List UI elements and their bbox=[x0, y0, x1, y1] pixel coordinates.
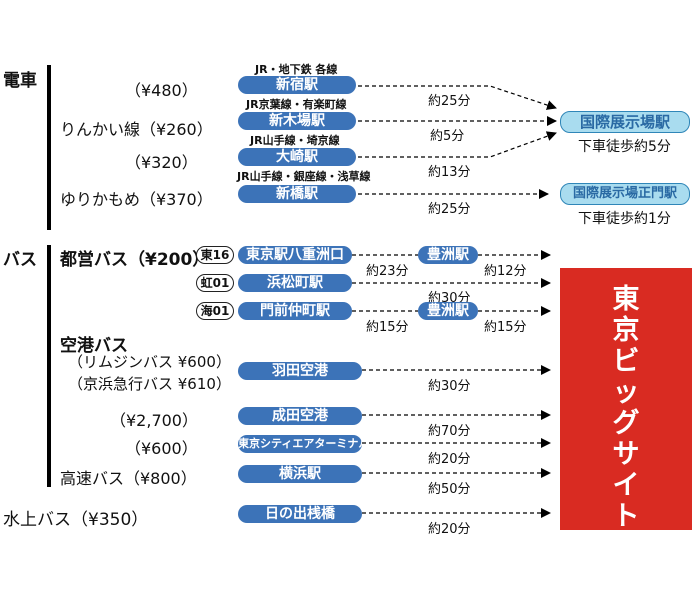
bus-time-tcat: 約20分 bbox=[428, 452, 471, 467]
big-sight-char: ビ bbox=[612, 346, 640, 377]
train-price-1: りんかい線（¥260） bbox=[60, 120, 213, 139]
route-code-kai01: 海01 bbox=[196, 302, 234, 320]
station-narita-button[interactable]: 成田空港 bbox=[238, 407, 362, 425]
train-bracket-bar bbox=[47, 65, 51, 230]
bus-time-haneda: 約30分 bbox=[428, 379, 471, 394]
line-osaki bbox=[358, 131, 557, 158]
bus-time-monzen-2: 約15分 bbox=[484, 320, 527, 335]
tcat-price: （¥600） bbox=[125, 439, 198, 458]
tokyo-big-sight-destination[interactable]: 東 京 ビ ッ グ サ イ ト bbox=[560, 268, 692, 532]
via-toyosu-button-1[interactable]: 豊洲駅 bbox=[418, 246, 478, 264]
via-toyosu-button-2[interactable]: 豊洲駅 bbox=[418, 302, 478, 320]
route-code-niji01: 虹01 bbox=[196, 274, 234, 292]
category-bus: バス bbox=[3, 250, 37, 270]
station-osaki-button[interactable]: 大崎駅 bbox=[238, 148, 356, 166]
line-shinjuku bbox=[358, 85, 557, 110]
station-shinjuku-button[interactable]: 新宿駅 bbox=[238, 76, 356, 94]
station-hinode-pier-button[interactable]: 日の出桟橋 bbox=[238, 505, 362, 523]
bus-bracket-bar bbox=[47, 245, 51, 487]
station-shinkiba-button[interactable]: 新木場駅 bbox=[238, 112, 356, 130]
bus-time-narita: 約70分 bbox=[428, 424, 471, 439]
airport-price-limousine: （リムジンバス ¥600） bbox=[68, 353, 231, 371]
big-sight-char: イ bbox=[612, 470, 640, 501]
big-sight-char: ト bbox=[612, 501, 640, 532]
big-sight-char: ッ bbox=[612, 377, 640, 408]
station-haneda-button[interactable]: 羽田空港 bbox=[238, 362, 362, 380]
big-sight-char: サ bbox=[612, 439, 640, 470]
toei-bus-label: 都営バス（¥200） bbox=[60, 250, 210, 270]
walk-kokusai-tenjijo-seimon: 下車徒歩約1分 bbox=[578, 211, 671, 227]
station-hamamatsucho-button[interactable]: 浜松町駅 bbox=[238, 274, 352, 292]
train-price-0: （¥480） bbox=[125, 81, 198, 100]
train-price-3: ゆりかもめ（¥370） bbox=[60, 190, 213, 209]
train-note-1: JR京葉線・有楽町線 bbox=[246, 98, 347, 111]
train-time-2: 約13分 bbox=[428, 165, 471, 180]
bus-time-tokyo-2: 約12分 bbox=[484, 264, 527, 279]
destination-kokusai-tenjijo-seimon[interactable]: 国際展示場正門駅 bbox=[560, 183, 690, 205]
category-airport-bus: 空港バス bbox=[60, 336, 128, 356]
destination-kokusai-tenjijo[interactable]: 国際展示場駅 bbox=[560, 111, 690, 133]
station-tokyo-yaesu-button[interactable]: 東京駅八重洲口 bbox=[238, 246, 352, 264]
station-shimbashi-button[interactable]: 新橋駅 bbox=[238, 185, 356, 203]
narita-price: （¥2,700） bbox=[110, 411, 198, 430]
walk-kokusai-tenjijo: 下車徒歩約5分 bbox=[578, 139, 671, 155]
highway-bus-label: 高速バス（¥800） bbox=[60, 469, 197, 488]
train-note-0: JR・地下鉄 各線 bbox=[255, 63, 338, 76]
airport-price-keikyu: （京浜急行バス ¥610） bbox=[68, 375, 231, 393]
station-tcat-button[interactable]: 東京シティエアターミナル bbox=[238, 435, 362, 453]
train-time-1: 約5分 bbox=[430, 129, 465, 144]
water-bus-time: 約20分 bbox=[428, 522, 471, 537]
train-note-3: JR山手線・銀座線・浅草線 bbox=[237, 170, 371, 183]
train-time-0: 約25分 bbox=[428, 94, 471, 109]
big-sight-char: 東 bbox=[612, 284, 640, 315]
bus-time-yokohama: 約50分 bbox=[428, 482, 471, 497]
route-code-to16: 東16 bbox=[196, 246, 234, 264]
category-train: 電車 bbox=[3, 71, 37, 91]
big-sight-char: グ bbox=[612, 408, 640, 439]
train-price-2: （¥320） bbox=[125, 153, 198, 172]
train-note-2: JR山手線・埼京線 bbox=[250, 134, 340, 147]
category-water-bus: 水上バス（¥350） bbox=[3, 510, 149, 530]
train-time-3: 約25分 bbox=[428, 202, 471, 217]
big-sight-char: 京 bbox=[612, 315, 640, 346]
station-yokohama-button[interactable]: 横浜駅 bbox=[238, 465, 362, 483]
bus-time-tokyo-1: 約23分 bbox=[366, 264, 409, 279]
station-monzen-nakacho-button[interactable]: 門前仲町駅 bbox=[238, 302, 352, 320]
bus-time-monzen-1: 約15分 bbox=[366, 320, 409, 335]
tokyo-big-sight-label: 東 京 ビ ッ グ サ イ ト bbox=[560, 284, 692, 532]
